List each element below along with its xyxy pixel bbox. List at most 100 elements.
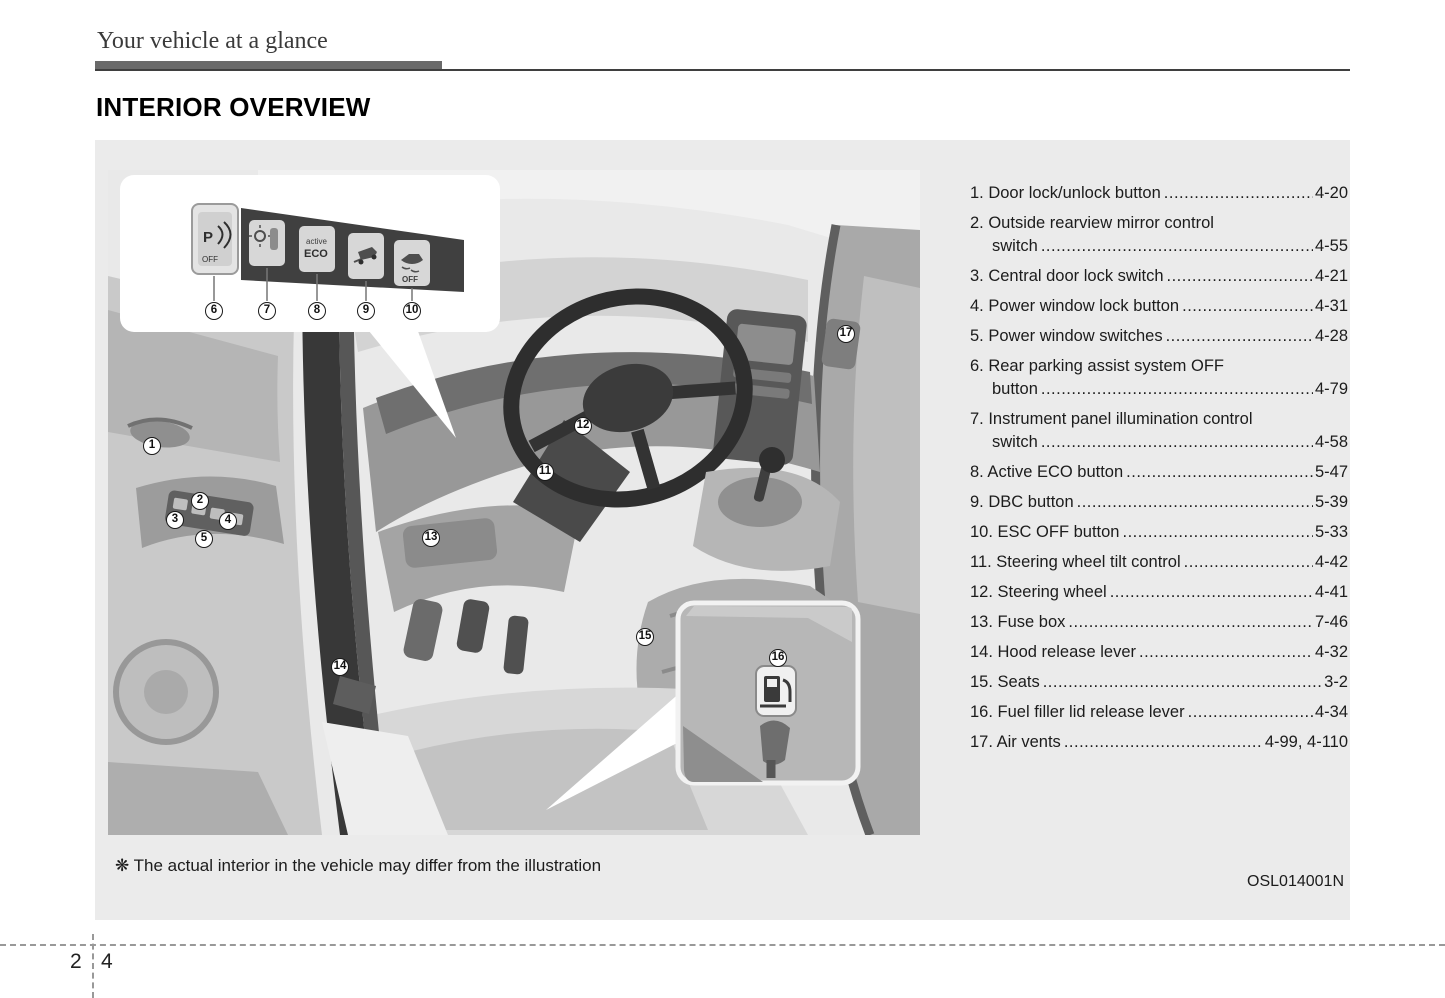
toc-line: 12. Steering wheel......................… [970, 581, 1348, 604]
toc-dot-leader: ........................................… [1165, 327, 1313, 345]
toc-item-label: 5. Power window switches [970, 327, 1163, 345]
interior-illustration-svg: P OFF active ECO [108, 170, 920, 835]
toc-page-ref: 4-55 [1314, 237, 1348, 255]
toc-dot-leader: ........................................… [1040, 380, 1313, 398]
toc-item: 4. Power window lock button.............… [970, 295, 1348, 318]
toc-item-label: 16. Fuel filler lid release lever [970, 703, 1185, 721]
door-panel [108, 276, 322, 835]
toc-page-ref: 4-32 [1314, 643, 1348, 661]
toc-item-label: 13. Fuse box [970, 613, 1066, 631]
toc-dot-leader: ........................................… [1063, 733, 1263, 751]
toc-dot-leader: ........................................… [1109, 583, 1313, 601]
toc-dot-leader: ........................................… [1187, 703, 1313, 721]
toc-line: 13. Fuse box............................… [970, 611, 1348, 634]
toc-item-label: 6. Rear parking assist system OFF [970, 357, 1224, 375]
toc-line: button..................................… [970, 378, 1348, 401]
toc-item-label: 3. Central door lock switch [970, 267, 1164, 285]
toc-line: 6. Rear parking assist system OFF [970, 355, 1348, 378]
fuel-lid-inset [675, 600, 861, 786]
svg-text:OFF: OFF [402, 275, 418, 284]
toc-dot-leader: ........................................… [1183, 553, 1313, 571]
callout-10: 10 [403, 302, 421, 320]
toc-item: 14. Hood release lever..................… [970, 641, 1348, 664]
active-eco-button: active ECO [299, 226, 335, 272]
toc-line: 4. Power window lock button.............… [970, 295, 1348, 318]
callout-13: 13 [422, 529, 440, 547]
toc-item-label: 14. Hood release lever [970, 643, 1137, 661]
interior-illustration: P OFF active ECO [108, 170, 920, 835]
header-rule [95, 61, 1350, 72]
toc-dot-leader: ........................................… [1040, 237, 1313, 255]
toc-item-label: button [992, 380, 1038, 398]
toc-item-label: 4. Power window lock button [970, 297, 1180, 315]
toc-page-ref: 4-21 [1314, 267, 1348, 285]
door-seal [302, 186, 390, 835]
callout-1: 1 [143, 437, 161, 455]
toc-item: 11. Steering wheel tilt control.........… [970, 551, 1348, 574]
toc-item: 16. Fuel filler lid release lever.......… [970, 701, 1348, 724]
toc-item: 17. Air vents...........................… [970, 731, 1348, 754]
toc-line: 17. Air vents...........................… [970, 731, 1348, 754]
toc-page-ref: 5-47 [1314, 463, 1348, 481]
footnote: ❋ The actual interior in the vehicle may… [115, 856, 602, 875]
toc-dot-leader: ........................................… [1166, 267, 1313, 285]
chapter-number: 2 [70, 950, 82, 973]
toc-line: switch..................................… [970, 431, 1348, 454]
toc-line: 15. Seats...............................… [970, 671, 1348, 694]
door-speaker [113, 639, 219, 745]
toc-item-label: 8. Active ECO button [970, 463, 1124, 481]
toc-item: 1. Door lock/unlock button..............… [970, 182, 1348, 205]
toc-dot-leader: ........................................… [1139, 643, 1313, 661]
toc-dot-leader: ........................................… [1182, 297, 1313, 315]
toc-item: 6. Rear parking assist system OFF button.… [970, 355, 1348, 401]
parking-assist-off-button: P OFF [191, 203, 239, 275]
toc-page-ref: 3-2 [1324, 673, 1348, 691]
toc-item-label: switch [992, 237, 1038, 255]
figure-panel: P OFF active ECO [95, 140, 1350, 920]
callout-4: 4 [219, 512, 237, 530]
toc-page-ref: 4-99, 4-110 [1264, 733, 1348, 751]
toc-item-label: 12. Steering wheel [970, 583, 1107, 601]
toc-line: 8. Active ECO button....................… [970, 461, 1348, 484]
callout-5: 5 [195, 530, 213, 548]
callout-11: 11 [536, 463, 554, 481]
toc-item-label: 9. DBC button [970, 493, 1074, 511]
callout-16: 16 [769, 649, 787, 667]
header-rule-bar [95, 61, 442, 71]
fuel-lid-release-lever [760, 720, 790, 765]
figure-code: OSL014001N [1247, 873, 1344, 890]
callout-2: 2 [191, 492, 209, 510]
toc-item: 9. DBC button...........................… [970, 491, 1348, 514]
toc-list: 1. Door lock/unlock button..............… [970, 182, 1348, 761]
toc-item: 15. Seats...............................… [970, 671, 1348, 694]
callout-9: 9 [357, 302, 375, 320]
toc-item: 3. Central door lock switch.............… [970, 265, 1348, 288]
toc-line: 10. ESC OFF button......................… [970, 521, 1348, 544]
toc-dot-leader: ........................................… [1122, 523, 1312, 541]
toc-page-ref: 4-79 [1314, 380, 1348, 398]
toc-dot-leader: ........................................… [1076, 493, 1313, 511]
illumination-control [249, 220, 285, 266]
toc-line: 7. Instrument panel illumination control [970, 408, 1348, 431]
callout-12: 12 [574, 417, 592, 435]
toc-page-ref: 4-28 [1314, 327, 1348, 345]
toc-item: 7. Instrument panel illumination control… [970, 408, 1348, 454]
toc-line: 11. Steering wheel tilt control.........… [970, 551, 1348, 574]
toc-item: 2. Outside rearview mirror control switch… [970, 212, 1348, 258]
toc-item-label: 1. Door lock/unlock button [970, 184, 1161, 202]
toc-line: 1. Door lock/unlock button..............… [970, 182, 1348, 205]
toc-item-label: 17. Air vents [970, 733, 1061, 751]
toc-item: 8. Active ECO button....................… [970, 461, 1348, 484]
toc-item-label: 2. Outside rearview mirror control [970, 214, 1214, 232]
toc-page-ref: 5-39 [1314, 493, 1348, 511]
toc-line: switch..................................… [970, 235, 1348, 258]
steering-column [513, 420, 630, 542]
breadcrumb: Your vehicle at a glance [97, 28, 328, 54]
callout-8: 8 [308, 302, 326, 320]
callout-7: 7 [258, 302, 276, 320]
pedals [403, 599, 529, 675]
toc-item-label: 10. ESC OFF button [970, 523, 1120, 541]
toc-item-label: 7. Instrument panel illumination control [970, 410, 1253, 428]
toc-line: 5. Power window switches................… [970, 325, 1348, 348]
